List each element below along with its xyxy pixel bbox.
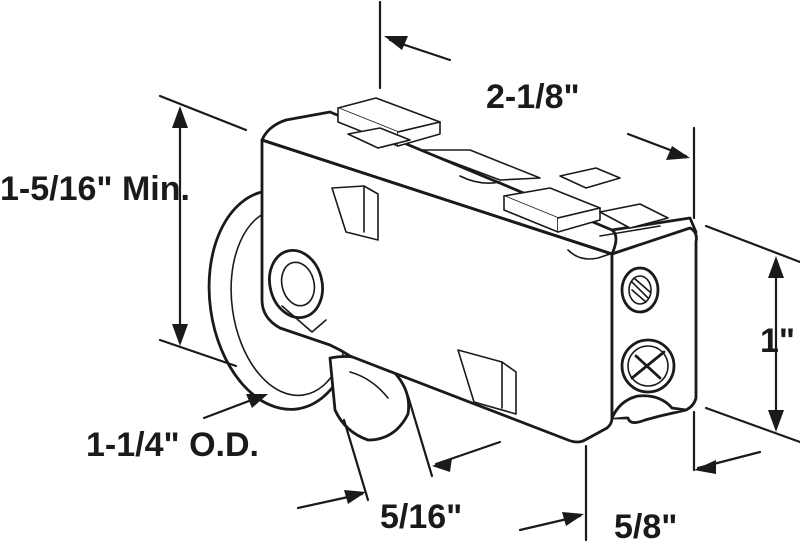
top-rail-detail [337,97,669,260]
dimension-wheel-od: 1-1/4" O.D. [86,394,268,464]
label-height: 1-5/16" Min. [0,170,190,208]
lower-side-tab [457,349,517,415]
upper-side-tab [331,185,379,241]
axle-hole [268,249,327,333]
dimension-height: 1-5/16" Min. [0,94,248,368]
dimension-wheel-width: 5/16" [296,394,502,536]
dimension-body-height: 1" [704,224,800,444]
label-wheel-width: 5/16" [380,498,462,536]
dimension-length: 2-1/8" [378,0,696,220]
roller-housing [260,97,698,444]
adjustment-screw-icon [620,338,676,394]
dimension-body-width: 5/8" [518,410,762,546]
label-wheel-od: 1-1/4" O.D. [86,426,259,464]
threaded-hole [620,266,660,314]
label-body-width: 5/8" [614,508,677,546]
label-body-height: 1" [760,322,795,360]
label-length: 2-1/8" [486,78,580,116]
